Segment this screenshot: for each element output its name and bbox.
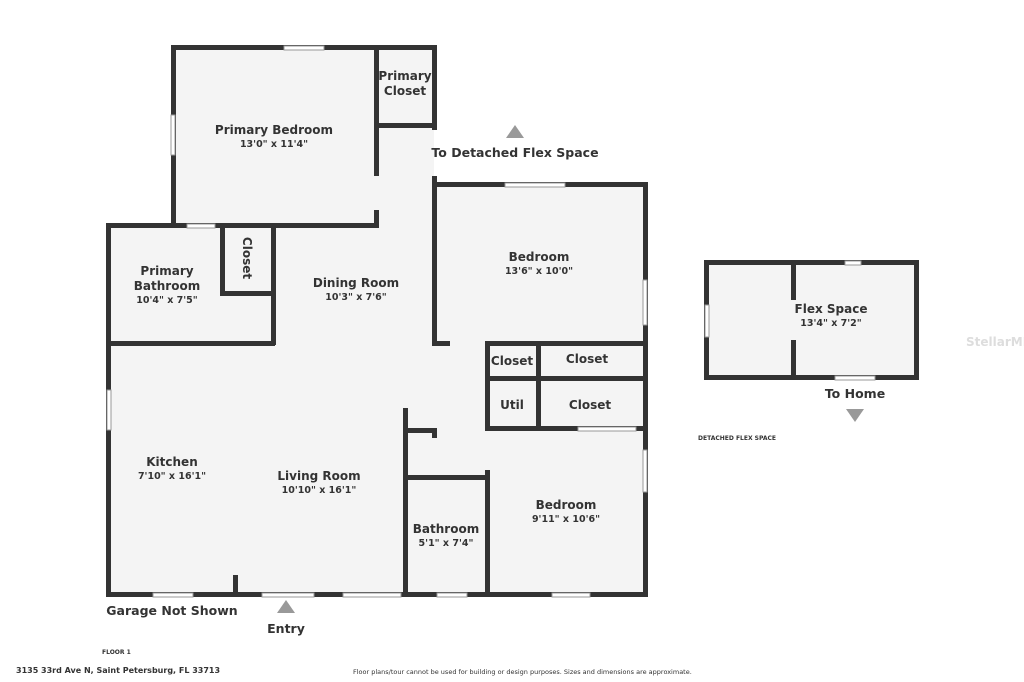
room-name: Bedroom — [536, 498, 597, 512]
to-home-label: To Home — [825, 386, 885, 401]
to-detached-label: To Detached Flex Space — [431, 145, 598, 160]
address: 3135 33rd Ave N, Saint Petersburg, FL 33… — [16, 666, 220, 675]
floor-label: FLOOR 1 — [102, 649, 131, 656]
room-name: Util — [500, 398, 524, 412]
room-dims: 10'3" x 7'6" — [325, 292, 387, 303]
room-name: Closet — [566, 352, 608, 366]
watermark: StellarMLS — [966, 335, 1024, 349]
entry-label: Entry — [267, 621, 305, 636]
arrow-up-icon — [277, 600, 295, 613]
room-name: Bedroom — [509, 250, 570, 264]
room-name: Closet — [491, 354, 533, 368]
room-dims: 9'11" x 10'6" — [532, 514, 600, 525]
room-name: Closet — [384, 84, 426, 98]
room-dims: 10'4" x 7'5" — [136, 295, 198, 306]
floor-fill — [108, 47, 916, 595]
room-dims: 13'6" x 10'0" — [505, 266, 573, 277]
room-dims: 13'0" x 11'4" — [240, 139, 308, 150]
room-name: Dining Room — [313, 276, 399, 290]
room-name: Bathroom — [413, 522, 479, 536]
room-name: Flex Space — [795, 302, 868, 316]
room-name: Bathroom — [134, 279, 200, 293]
room-dims: 7'10" x 16'1" — [138, 471, 206, 482]
windows — [106, 45, 876, 598]
arrow-up-icon — [506, 125, 524, 138]
room-name: Primary Bedroom — [215, 123, 333, 137]
disclaimer: Floor plans/tour cannot be used for buil… — [353, 668, 692, 676]
detached-flex-label: DETACHED FLEX SPACE — [698, 435, 776, 442]
room-name: Living Room — [277, 469, 360, 483]
room-dims: 5'1" x 7'4" — [419, 538, 474, 549]
garage-label: Garage Not Shown — [106, 603, 237, 618]
room-name: Primary — [140, 264, 193, 278]
room-name: Closet — [240, 237, 254, 279]
room-name: Closet — [569, 398, 611, 412]
room-dims: 10'10" x 16'1" — [282, 485, 357, 496]
room-dims: 13'4" x 7'2" — [800, 318, 862, 329]
room-name: Kitchen — [146, 455, 198, 469]
arrow-down-icon — [846, 409, 864, 422]
room-name: Primary — [378, 69, 431, 83]
